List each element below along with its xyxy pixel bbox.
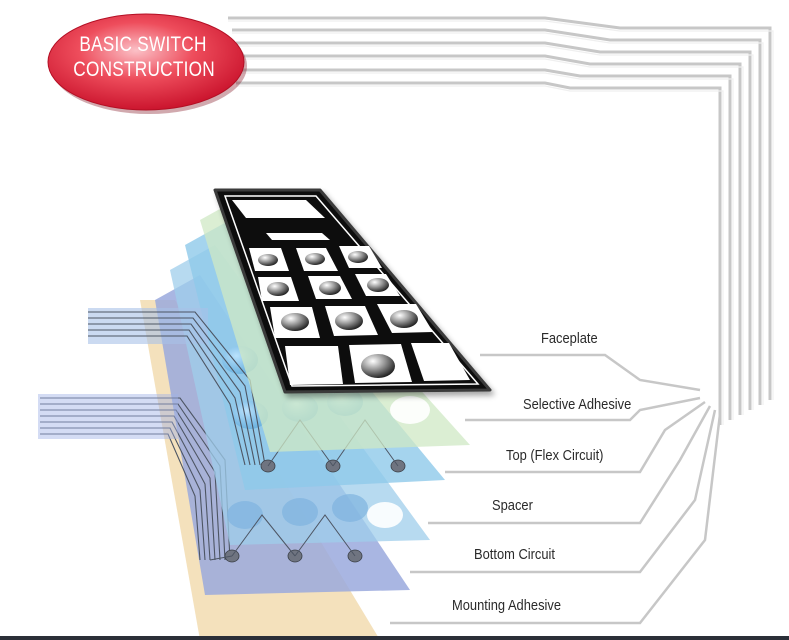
faceplate-bar-key (266, 233, 330, 240)
spacer-cutouts (227, 494, 368, 529)
bottom-border (0, 636, 789, 640)
key-r2-c2 (308, 276, 352, 299)
key-r2-c3 (355, 274, 400, 296)
bottom-circuit-tail-film (38, 394, 178, 439)
title-line-1: BASIC SWITCH (79, 33, 207, 56)
key-r1-c2 (296, 248, 338, 271)
spacer-vent-cutout (367, 502, 403, 528)
key-r3-c2 (325, 306, 378, 336)
diagram-title: BASIC SWITCH CONSTRUCTION (73, 32, 215, 82)
title-leader-lines (228, 16, 772, 425)
title-badge (47, 13, 247, 114)
faceplate-layer (213, 188, 492, 394)
key-r4-c3 (411, 343, 470, 381)
adhesive-cutout (390, 396, 430, 424)
key-r3-c3 (377, 304, 433, 333)
label-bottom-circuit: Bottom Circuit (474, 546, 556, 563)
title-line-2: CONSTRUCTION (73, 58, 215, 81)
label-selective-adhesive: Selective Adhesive (523, 396, 632, 413)
faceplate-keys (249, 246, 470, 385)
label-mounting-adhesive: Mounting Adhesive (452, 597, 562, 614)
label-leader-lines (390, 353, 722, 625)
flex-circuit-tail (88, 311, 266, 466)
label-top-flex-circuit: Top (Flex Circuit) (506, 447, 604, 464)
key-r2-c1 (258, 277, 299, 301)
flex-circuit-tail-film (88, 308, 208, 344)
key-r4-c1 (285, 346, 343, 385)
title-leader-shadows (228, 20, 774, 425)
label-spacer: Spacer (492, 497, 533, 514)
faceplate-display-window (232, 200, 325, 218)
label-faceplate: Faceplate (541, 330, 598, 347)
key-r3-c1 (270, 307, 320, 338)
key-r4-c2 (349, 344, 412, 383)
key-r1-c1 (249, 248, 289, 271)
key-r1-c3 (339, 246, 382, 268)
